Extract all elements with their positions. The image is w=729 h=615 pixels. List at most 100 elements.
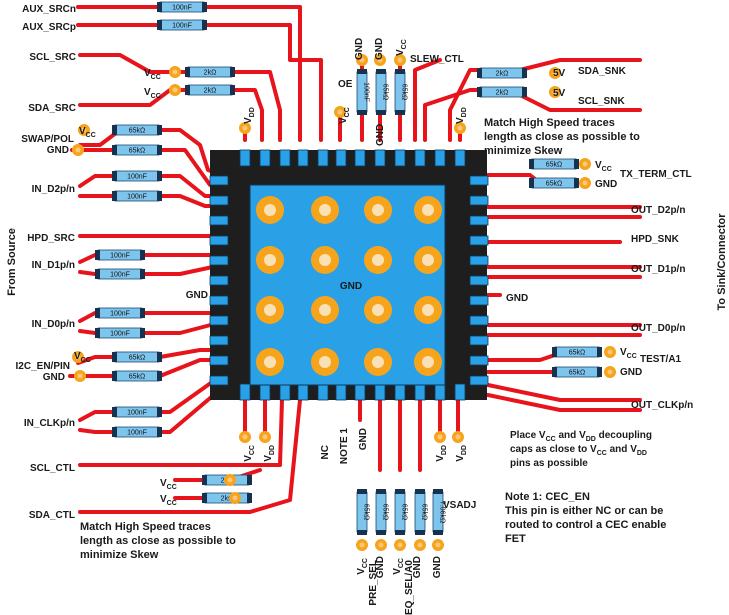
side-label-sink: To Sink/Connector (716, 213, 728, 311)
component-horizontal: 2kΩ (477, 67, 527, 79)
component-horizontal: 100nF (95, 268, 145, 280)
ic-pin-left (209, 175, 229, 186)
via-pad-hole (262, 434, 268, 440)
component-cap (95, 250, 100, 260)
ic-pin-left (209, 355, 229, 366)
component-cap (157, 191, 162, 201)
ic-pin-bottom (354, 383, 366, 401)
component-cap (522, 68, 527, 78)
via-pad-hole (337, 109, 343, 115)
ic-pin-left (209, 375, 229, 386)
passive-components: 100nF 100nF 2kΩ 2kΩ 65kΩ 65kΩ 100nF 100nF 100nF 1… (95, 1, 602, 535)
label-i2c-en: I2C_EN/PIN (16, 361, 70, 372)
component-value: 65kΩ (401, 84, 408, 101)
component-cap (157, 171, 162, 181)
thermal-via-hole (264, 254, 276, 266)
ic-pin-bottom (414, 383, 426, 401)
ic-pin-bottom (374, 383, 386, 401)
component-cap (95, 269, 100, 279)
thermal-via-hole (264, 356, 276, 368)
component-cap (529, 178, 534, 188)
component-cap (552, 347, 557, 357)
component-cap (395, 530, 405, 535)
vdd-bottom-right-b: VDD (455, 445, 468, 462)
via-pad-hole (359, 542, 365, 548)
label-note1: NOTE 1 (339, 428, 350, 465)
trace (78, 88, 264, 142)
label-eq-sel: EQ_SEL/A0 (404, 560, 415, 615)
label-slew: SLEW_CTL (410, 54, 464, 65)
component-vertical: 65kΩ (375, 69, 389, 115)
via-pad-hole (359, 57, 365, 63)
vdd-top-left: VDD (243, 107, 256, 124)
component-cap (395, 110, 405, 115)
vcc-top-mid: VCC (338, 107, 351, 124)
component-cap (202, 475, 207, 485)
component-value: 100nF (110, 331, 130, 338)
ic-pin-top (239, 149, 251, 167)
component-cap (202, 2, 207, 12)
trace (486, 393, 642, 412)
decoupling-note-line2: caps as close to VCC and VDD (510, 444, 647, 457)
component-value: 100nF (363, 82, 370, 102)
trace-test-a1 (486, 353, 557, 362)
component-value: 2kΩ (221, 496, 234, 503)
label-out-clk: OUT_CLKp/n (631, 400, 693, 411)
label-in-d2: IN_D2p/n (32, 184, 75, 195)
component-cap (247, 475, 252, 485)
component-cap (95, 328, 100, 338)
component-cap (597, 367, 602, 377)
component-cap (185, 67, 190, 77)
thermal-gnd-label: GND (340, 281, 362, 292)
vdd-bottom-right-a: VDD (435, 445, 448, 462)
component-horizontal: 100nF (112, 426, 162, 438)
vcc-test: VCC (620, 347, 637, 360)
component-cap (202, 20, 207, 30)
thermal-via-hole (422, 356, 434, 368)
component-cap (140, 308, 145, 318)
component-horizontal: 100nF (95, 327, 145, 339)
thermal-via-hole (422, 204, 434, 216)
label-out-d1: OUT_D1p/n (631, 264, 685, 275)
ic-pin-right (469, 335, 489, 346)
component-value: 2kΩ (496, 90, 509, 97)
label-out-d0: OUT_D0p/n (631, 323, 685, 334)
component-vertical: 7.06kΩ (432, 489, 446, 535)
trace (486, 383, 642, 402)
thermal-via-hole (264, 204, 276, 216)
component-horizontal: 2kΩ (477, 86, 527, 98)
decoupling-note-line1: Place VCC and VDD decoupling (510, 430, 652, 443)
component-cap (157, 125, 162, 135)
ic-pin-right (469, 295, 489, 306)
label-gnd-left: GND (186, 290, 208, 301)
component-horizontal: 65kΩ (552, 366, 602, 378)
component-horizontal: 65kΩ (112, 351, 162, 363)
component-cap (574, 178, 579, 188)
component-horizontal: 100nF (112, 190, 162, 202)
component-cap (376, 530, 386, 535)
skew-note-top: Match High Speed traces length as close … (484, 116, 640, 158)
via-pad-hole (607, 349, 613, 355)
component-vertical: 65kΩ (414, 489, 428, 535)
component-value: 65kΩ (569, 370, 586, 377)
component-horizontal: 2kΩ (202, 492, 252, 504)
component-horizontal: 2kΩ (185, 84, 235, 96)
component-vertical: 65kΩ (356, 489, 370, 535)
component-value: 65kΩ (129, 128, 146, 135)
via-pad-hole (582, 180, 588, 186)
ic-pin-left (209, 335, 229, 346)
component-horizontal: 65kΩ (112, 370, 162, 382)
label-bottom-gnd-b: GND (412, 556, 423, 578)
component-value: 100nF (127, 410, 147, 417)
label-in-clk: IN_CLKp/n (24, 418, 75, 429)
label-test-a1: TEST/A1 (640, 354, 682, 365)
component-cap (112, 371, 117, 381)
component-value: 100nF (127, 174, 147, 181)
trace-aux-srcp (76, 23, 323, 142)
ic-pin-bottom (394, 383, 406, 401)
thermal-via-hole (372, 356, 384, 368)
component-value: 100nF (110, 272, 130, 279)
label-5v-b: 5V (553, 88, 566, 99)
via-pad-hole (435, 542, 441, 548)
via-pad-hole (437, 434, 443, 440)
